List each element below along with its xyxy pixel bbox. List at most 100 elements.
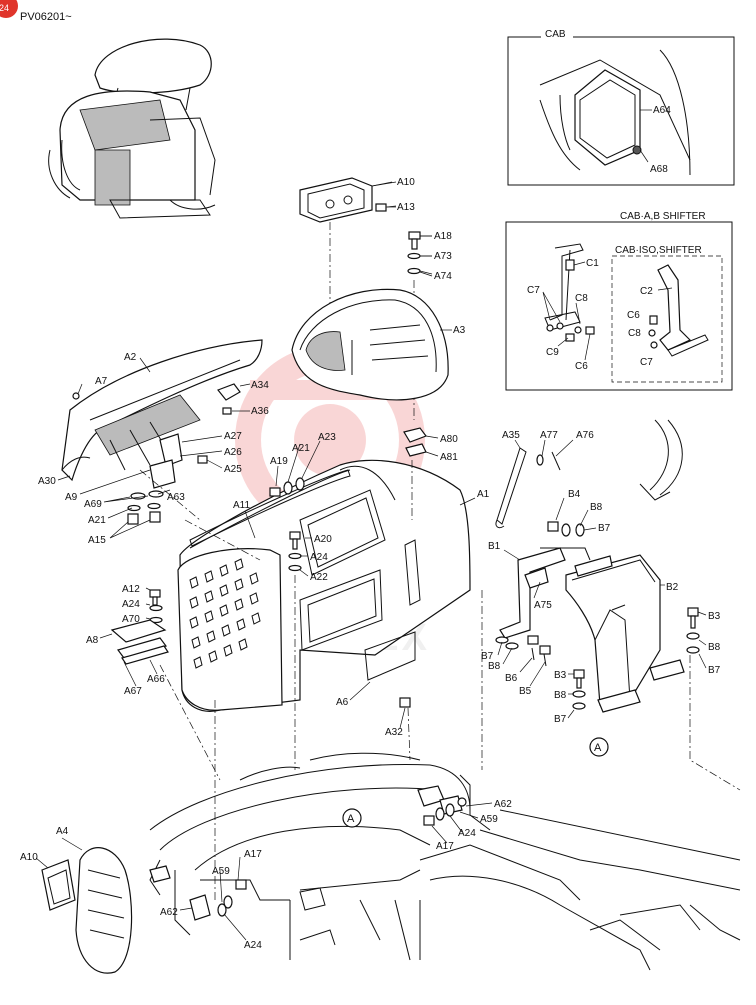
- inset-cab-title: CAB: [545, 29, 566, 40]
- label-a9: A9: [65, 492, 78, 503]
- label-a21-left: A21: [88, 515, 106, 526]
- label-a21-mid: A21: [292, 443, 310, 454]
- label-a24-right: A24: [458, 828, 476, 839]
- label-a81: A81: [440, 452, 458, 463]
- label-a64: A64: [653, 105, 671, 116]
- label-a2: A2: [124, 352, 137, 363]
- part-a3-cover: [291, 288, 449, 401]
- label-b8-right: B8: [708, 642, 721, 653]
- bolts-b5-b6: [495, 635, 551, 667]
- floor-assembly: [149, 752, 741, 971]
- label-c6-iso: C6: [627, 310, 640, 321]
- label-a80: A80: [440, 434, 458, 445]
- label-b8-top: B8: [590, 502, 603, 513]
- label-a25: A25: [224, 464, 242, 475]
- label-a11: A11: [233, 500, 250, 511]
- label-b7-lower: B7: [554, 714, 567, 725]
- label-b6: B6: [505, 673, 518, 684]
- label-a13: A13: [397, 202, 415, 213]
- label-a32: A32: [385, 727, 403, 738]
- label-b3-lower: B3: [554, 670, 567, 681]
- label-a75: A75: [534, 600, 552, 611]
- label-a59-left: A59: [212, 866, 230, 877]
- label-b1: B1: [488, 541, 501, 552]
- label-a22: A22: [310, 572, 328, 583]
- label-a30: A30: [38, 476, 56, 487]
- label-b7-right: B7: [708, 665, 721, 676]
- callout-circle-upper: A: [589, 737, 609, 757]
- label-c2: C2: [640, 286, 653, 297]
- label-c7-ab: C7: [527, 285, 540, 296]
- label-a24-left: A24: [122, 599, 140, 610]
- label-a1: A1: [477, 489, 490, 500]
- label-a76: A76: [576, 430, 594, 441]
- label-a3: A3: [453, 325, 466, 336]
- bolt-a32: [399, 697, 411, 708]
- part-a11-side-panel: [177, 548, 283, 711]
- label-b7-mid: B7: [481, 651, 494, 662]
- label-b8-mid: B8: [488, 661, 501, 672]
- bolts-b3-right: [686, 607, 700, 654]
- label-c9: C9: [546, 347, 559, 358]
- label-a26: A26: [224, 447, 242, 458]
- guide-lines: [139, 460, 741, 900]
- label-b8-lower: B8: [554, 690, 567, 701]
- callout-circle-lower: A: [342, 808, 362, 828]
- label-a23: A23: [318, 432, 336, 443]
- part-labels: A10 A13 A18 A73 A74 A3 A2 A7 A34 A36 A27…: [20, 177, 721, 951]
- label-a69: A69: [84, 499, 102, 510]
- label-a62-right: A62: [494, 799, 512, 810]
- label-a10-top: A10: [397, 177, 415, 188]
- label-a66: A66: [147, 674, 165, 685]
- label-b2: B2: [666, 582, 679, 593]
- label-a19: A19: [270, 456, 288, 467]
- label-c1: C1: [586, 258, 599, 269]
- corner-page-number: 24: [0, 3, 9, 13]
- brackets-a34-a36: [149, 383, 241, 489]
- label-a73: A73: [434, 251, 452, 262]
- label-a6: A6: [336, 697, 349, 708]
- corner-page-mark: 24: [0, 0, 18, 18]
- label-b7-top: B7: [598, 523, 611, 534]
- label-a12: A12: [122, 584, 140, 595]
- bolts-a19-a23: [269, 477, 305, 497]
- label-c7-iso: C7: [640, 357, 653, 368]
- part-b2-housing: [565, 554, 685, 713]
- label-a20: A20: [314, 534, 332, 545]
- label-b4: B4: [568, 489, 581, 500]
- inset-cab: CAB A64 A68: [507, 28, 735, 186]
- label-a70: A70: [122, 614, 140, 625]
- label-a7: A7: [95, 376, 108, 387]
- part-a2-hood: [61, 339, 263, 482]
- bracket-a8: [110, 589, 169, 665]
- tractor-overview-sketch: [48, 38, 216, 219]
- rod-a35: [495, 447, 561, 529]
- label-a36: A36: [251, 406, 269, 417]
- label-a4: A4: [56, 826, 69, 837]
- strip-a11: [189, 465, 396, 547]
- label-a35: A35: [502, 430, 520, 441]
- label-a77: A77: [540, 430, 558, 441]
- label-c6-ab: C6: [575, 361, 588, 372]
- label-a17-left: A17: [244, 849, 262, 860]
- label-c8-iso: C8: [628, 328, 641, 339]
- label-a15: A15: [88, 535, 106, 546]
- label-a10-bottom: A10: [20, 852, 38, 863]
- label-a24-mid: A24: [310, 552, 328, 563]
- inset-iso-shifter-title: CAB·ISO,SHIFTER: [615, 245, 702, 256]
- leader-lines: [35, 181, 707, 941]
- inset-ab-shifter: CAB·A,B SHIFTER C1 C7 C8 C9 C6 CAB·ISO,S…: [505, 211, 733, 391]
- label-b5: B5: [519, 686, 532, 697]
- label-a67: A67: [124, 686, 142, 697]
- label-a62-left: A62: [160, 907, 178, 918]
- label-a18: A18: [434, 231, 452, 242]
- washer-stack-a69: [127, 490, 164, 525]
- inset-ab-shifter-title: CAB·A,B SHIFTER: [620, 211, 706, 222]
- label-a27: A27: [224, 431, 242, 442]
- label-a63: A63: [167, 492, 185, 503]
- label-a34: A34: [251, 380, 269, 391]
- label-a59-right: A59: [480, 814, 498, 825]
- clip-a80: [403, 427, 427, 457]
